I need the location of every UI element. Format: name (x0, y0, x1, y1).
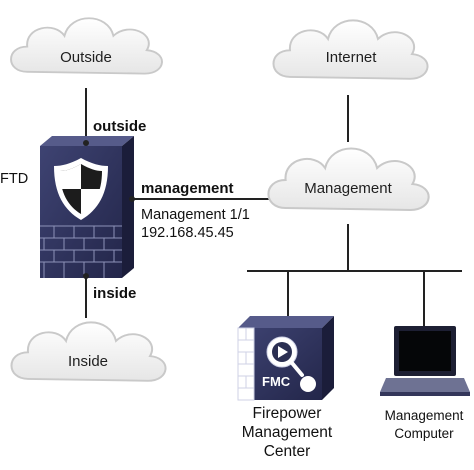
cloud-outside-label: Outside (60, 49, 112, 66)
management-port-label: Management 1/1 (141, 207, 250, 223)
cloud-inside (10, 321, 167, 382)
firewall-brick-icon (40, 225, 122, 278)
management-port-dot (129, 196, 135, 202)
fmc-label-line-3: Center (264, 443, 311, 460)
cloud-internet-label: Internet (326, 49, 378, 66)
ftd-device (40, 136, 134, 278)
laptop-icon (380, 326, 470, 396)
ftd-label: FTD (0, 171, 28, 187)
outside-interface-label: outside (93, 118, 146, 135)
management-interface-label: management (141, 180, 234, 197)
computer-label-line-1: Management (385, 408, 464, 423)
shield-icon (54, 158, 108, 220)
fmc-device: FMC (237, 316, 334, 401)
fmc-label-line-1: Firepower (253, 405, 322, 422)
inside-interface-label: inside (93, 285, 136, 302)
cloud-inside-label: Inside (68, 353, 108, 370)
firewall-brick-icon (237, 327, 255, 401)
fmc-badge: FMC (262, 374, 291, 389)
outside-port-dot (83, 140, 89, 146)
cloud-management-label: Management (304, 180, 392, 197)
magnifier-icon (266, 336, 316, 392)
inside-port-dot (83, 273, 89, 279)
fmc-label-line-2: Management (242, 424, 333, 441)
computer-label-line-2: Computer (394, 426, 454, 441)
management-ip-label: 192.168.45.45 (141, 225, 234, 241)
